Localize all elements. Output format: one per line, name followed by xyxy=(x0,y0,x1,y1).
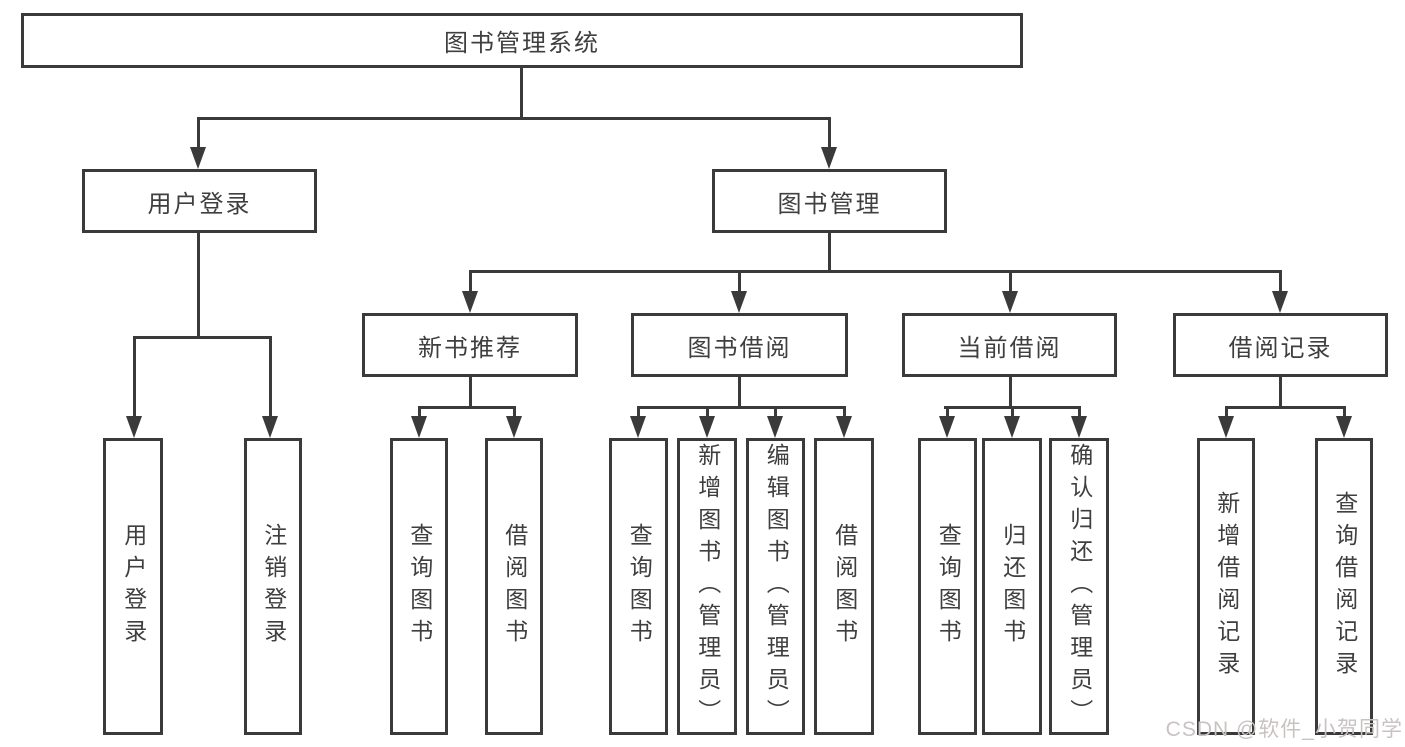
node-new-book-recommend: 新书推荐 xyxy=(362,313,578,377)
connector-line xyxy=(513,406,516,418)
leaf-label: 编辑图书（管理员） xyxy=(763,442,790,731)
leaf-user-login: 用户登录 xyxy=(103,438,163,735)
node-user-login: 用户登录 xyxy=(82,169,317,233)
leaf-add-borrow-record: 新增借阅记录 xyxy=(1197,438,1255,735)
node-borrowing-records: 借阅记录 xyxy=(1173,313,1388,377)
node-label: 用户登录 xyxy=(147,190,252,218)
arrow-down xyxy=(190,147,206,169)
connector-bar xyxy=(197,117,831,120)
node-library-system: 图书管理系统 xyxy=(21,13,1023,68)
arrow-down xyxy=(1218,416,1234,438)
connector-bar xyxy=(469,270,1282,273)
leaf-confirm-return-admin: 确认归还（管理员） xyxy=(1049,438,1109,735)
node-book-borrowing: 图书借阅 xyxy=(631,313,848,377)
arrow-down xyxy=(1002,291,1018,313)
connector-bar xyxy=(1225,406,1346,409)
node-label: 当前借阅 xyxy=(957,334,1062,362)
connector-line xyxy=(1078,406,1081,418)
connector-line xyxy=(843,406,846,418)
connector-line xyxy=(1343,406,1346,418)
node-label: 图书借阅 xyxy=(687,334,792,362)
leaf-edit-books-admin: 编辑图书（管理员） xyxy=(746,438,805,735)
leaf-label: 查询图书 xyxy=(406,522,433,651)
leaf-label: 借阅图书 xyxy=(831,522,858,651)
connector-bar xyxy=(133,336,272,339)
connector-line xyxy=(1279,270,1282,293)
connector-line xyxy=(197,117,200,149)
connector-line xyxy=(828,233,831,273)
connector-line xyxy=(418,406,421,418)
connector-line xyxy=(946,406,949,418)
arrow-down xyxy=(821,147,837,169)
arrow-down xyxy=(1004,416,1020,438)
leaf-label: 查询借阅记录 xyxy=(1331,490,1358,683)
node-label: 借阅记录 xyxy=(1228,334,1333,362)
arrow-down xyxy=(126,416,142,438)
connector-line xyxy=(706,406,709,418)
connector-line xyxy=(469,270,472,293)
connector-line xyxy=(738,377,741,409)
connector-line xyxy=(133,336,136,418)
connector-bar xyxy=(418,406,516,409)
leaf-label: 用户登录 xyxy=(120,522,147,651)
leaf-label: 查询图书 xyxy=(626,522,653,651)
connector-line xyxy=(1009,377,1012,409)
node-book-management: 图书管理 xyxy=(712,169,947,233)
arrow-down xyxy=(462,291,478,313)
arrow-down xyxy=(1272,291,1288,313)
leaf-query-books-current: 查询图书 xyxy=(918,438,977,735)
arrow-down xyxy=(1336,416,1352,438)
connector-line xyxy=(828,117,831,149)
node-label: 新书推荐 xyxy=(418,334,522,362)
node-label: 图书管理系统 xyxy=(444,30,600,57)
arrow-down xyxy=(1071,416,1087,438)
leaf-borrow-books-recommend: 借阅图书 xyxy=(485,438,543,735)
connector-line xyxy=(738,270,741,293)
connector-line xyxy=(269,336,272,418)
arrow-down xyxy=(699,416,715,438)
arrow-down xyxy=(939,416,955,438)
connector-line xyxy=(637,406,640,418)
leaf-query-borrow-record: 查询借阅记录 xyxy=(1315,438,1373,735)
node-current-borrowing: 当前借阅 xyxy=(902,313,1117,377)
connector-line xyxy=(469,377,472,409)
connector-line xyxy=(520,68,523,120)
leaf-label: 注销登录 xyxy=(260,522,287,651)
connector-line xyxy=(774,406,777,418)
connector-line xyxy=(1225,406,1228,418)
arrow-down xyxy=(506,416,522,438)
connector-line xyxy=(1009,270,1012,293)
leaf-logout: 注销登录 xyxy=(244,438,302,735)
leaf-query-books-borrowing: 查询图书 xyxy=(609,438,668,735)
leaf-return-books: 归还图书 xyxy=(982,438,1042,735)
arrow-down xyxy=(630,416,646,438)
connector-line xyxy=(1011,406,1014,418)
leaf-label: 确认归还（管理员） xyxy=(1066,442,1093,731)
watermark-text: CSDN @软件_小贺同学 xyxy=(1165,718,1403,741)
leaf-label: 新增借阅记录 xyxy=(1213,490,1240,683)
leaf-label: 归还图书 xyxy=(999,522,1026,651)
leaf-borrow-books: 借阅图书 xyxy=(814,438,874,735)
node-label: 图书管理 xyxy=(777,190,882,218)
connector-line xyxy=(197,233,200,339)
leaf-label: 借阅图书 xyxy=(501,522,528,651)
leaf-label: 新增图书（管理员） xyxy=(694,442,721,731)
arrow-down xyxy=(411,416,427,438)
leaf-add-books-admin: 新增图书（管理员） xyxy=(677,438,737,735)
arrow-down xyxy=(836,416,852,438)
arrow-down xyxy=(767,416,783,438)
connector-line xyxy=(1279,377,1282,409)
arrow-down xyxy=(262,416,278,438)
leaf-query-books-recommend: 查询图书 xyxy=(390,438,448,735)
leaf-label: 查询图书 xyxy=(935,522,962,651)
connector-bar xyxy=(637,406,846,409)
arrow-down xyxy=(731,291,747,313)
